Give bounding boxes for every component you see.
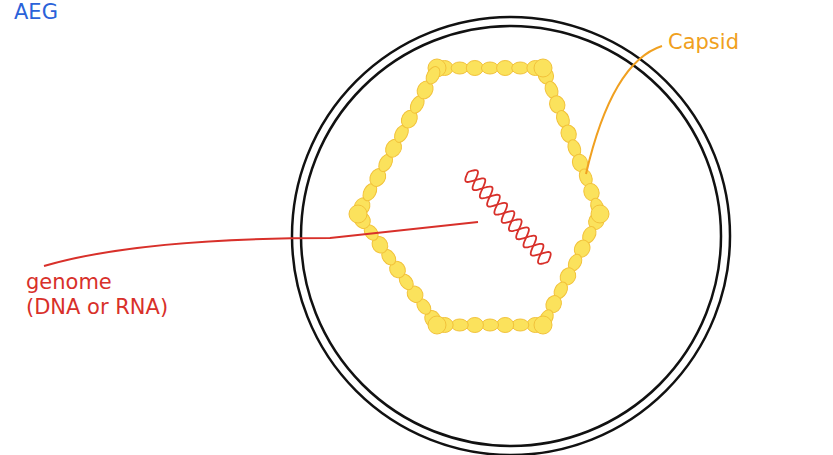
capsid-bead — [451, 319, 468, 331]
capsid-beads — [349, 59, 609, 334]
capsid-bead — [497, 61, 514, 76]
capsid-bead — [451, 62, 468, 74]
capsid-bead — [428, 316, 446, 334]
capsid-bead — [481, 319, 498, 331]
genome-helix — [465, 170, 550, 264]
capsid-label: Capsid — [668, 30, 739, 55]
page-heading: AEG — [14, 0, 58, 25]
capsid-bead — [512, 319, 529, 331]
envelope-inner — [301, 26, 721, 446]
capsid-bead — [591, 205, 609, 223]
capsid-leader — [586, 46, 662, 174]
capsid-bead — [534, 316, 552, 334]
capsid-bead — [466, 61, 483, 76]
capsid-bead — [481, 62, 498, 74]
capsid-bead — [497, 318, 514, 333]
capsid-bead — [534, 59, 552, 77]
capsid-bead — [349, 205, 367, 223]
capsid-bead — [512, 62, 529, 74]
genome-label: genome (DNA or RNA) — [26, 270, 196, 320]
genome-leader — [44, 222, 478, 266]
capsid-bead — [423, 64, 442, 86]
capsid-bead — [466, 318, 483, 333]
genome-strand — [465, 172, 548, 264]
genome-strand — [468, 170, 551, 262]
